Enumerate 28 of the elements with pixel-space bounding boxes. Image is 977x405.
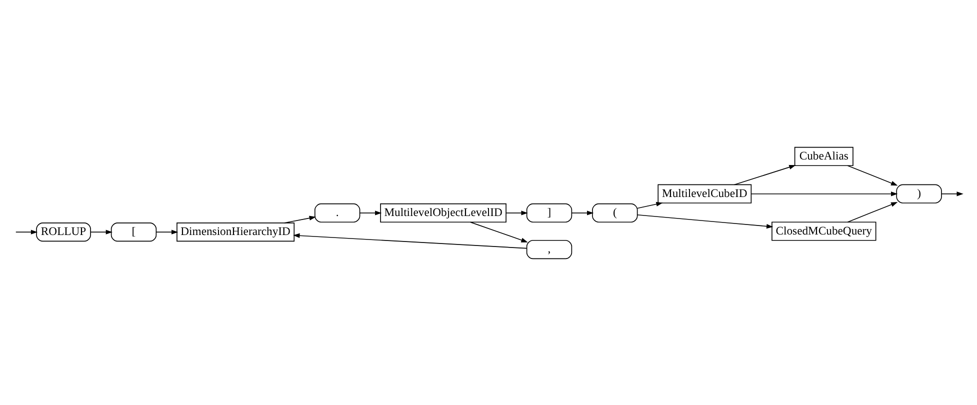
node-box: DimensionHierarchyID <box>176 222 294 242</box>
arrow <box>283 215 316 223</box>
arrow <box>636 214 773 228</box>
node-box: . <box>314 202 360 222</box>
node-box: ROLLUP <box>36 222 90 242</box>
node-box: CubeAlias <box>794 146 853 166</box>
node-box: MultilevelObjectLevelID <box>380 202 506 222</box>
arrow <box>505 210 528 215</box>
arrow <box>846 164 898 186</box>
node-box: ClosedMCubeQuery <box>771 221 876 240</box>
node-box: ) <box>896 184 942 203</box>
arrow <box>358 210 382 215</box>
node-box: ( <box>592 202 638 222</box>
arrow <box>470 221 528 242</box>
arrow <box>14 229 38 234</box>
arrow <box>90 229 112 234</box>
node-box: ] <box>526 202 572 222</box>
arrow <box>940 191 963 196</box>
arrow <box>570 210 594 215</box>
arrow <box>750 191 898 196</box>
arrow <box>155 229 178 234</box>
arrow <box>636 201 662 208</box>
node-box: , <box>526 239 572 259</box>
arrow <box>292 232 527 248</box>
arrow <box>733 164 796 185</box>
node-box: [ <box>110 222 156 242</box>
node-box: MultilevelCubeID <box>657 184 752 203</box>
arrow <box>846 202 898 222</box>
